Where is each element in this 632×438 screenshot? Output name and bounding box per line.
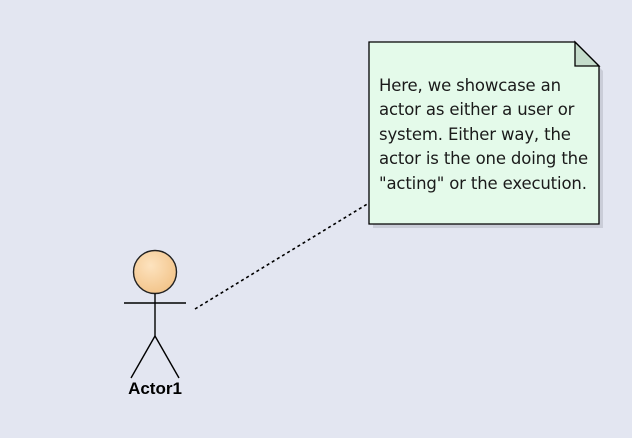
- note-body: [368, 41, 600, 225]
- actor-head: [132, 249, 178, 295]
- note-folded-corner: [574, 40, 601, 67]
- note-element[interactable]: [368, 40, 601, 225]
- note-text: Here, we showcase an actor as either a u…: [379, 76, 588, 193]
- actor-right-leg: [154, 335, 180, 379]
- actor-left-leg: [130, 335, 156, 379]
- note-connector-line[interactable]: [194, 202, 370, 310]
- actor-figure[interactable]: [124, 249, 186, 379]
- actor-label: Actor1: [128, 379, 182, 398]
